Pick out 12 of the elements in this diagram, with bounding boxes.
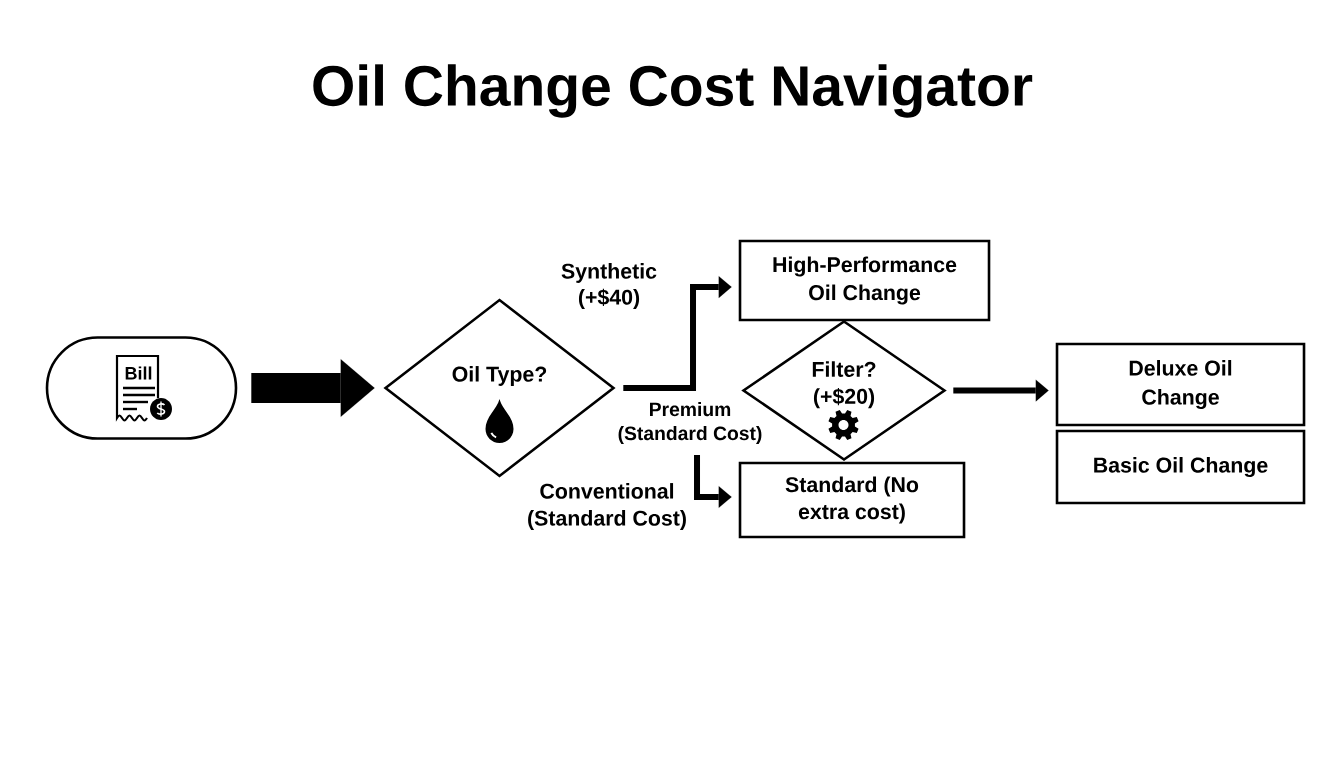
start-terminal: Bill	[45, 336, 238, 440]
title: Oil Change Cost Navigator	[313, 64, 1033, 118]
process-box: High-Performance Oil Change	[738, 239, 991, 322]
block-arrow	[251, 359, 375, 417]
process-box: Basic Oil Change	[1055, 429, 1306, 505]
process-box: Standard (No extra cost)	[738, 461, 966, 539]
branch-label: Premium (Standard Cost)	[618, 402, 762, 444]
elbow-arrow	[623, 276, 732, 391]
edge-label: Conventional (Standard Cost)	[528, 483, 686, 530]
elbow-arrow	[694, 455, 732, 508]
arrow	[953, 379, 1049, 402]
process-box: Deluxe Oil Change	[1055, 342, 1306, 427]
